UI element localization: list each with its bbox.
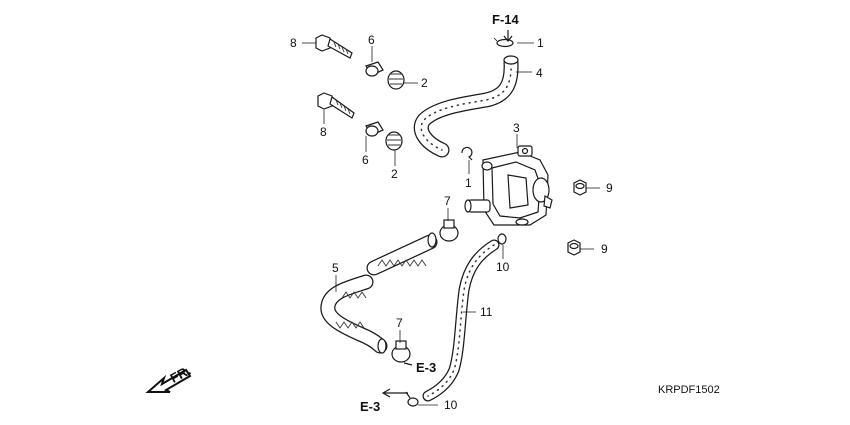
diagram-code: KRPDF1502 [658,384,720,396]
arrow-e3-bottom [381,388,408,398]
callout-6-top: 6 [368,33,375,47]
arrow-e3-top [403,362,413,366]
nut-9-bottom [567,239,581,256]
callout-9-bottom: 9 [601,242,608,256]
callout-7-top: 7 [444,194,451,208]
callout-6-bottom: 6 [362,153,369,167]
hose-clamp-7-bottom [391,340,411,363]
nut-9-top [573,179,587,196]
grommet-2-bottom [385,131,403,151]
callout-1-mid: 1 [465,176,472,190]
hose-5 [320,232,438,354]
callout-8-bottom: 8 [320,125,327,139]
arrow-f14 [503,30,513,42]
clip-1-top [493,37,514,48]
front-arrow-icon [145,368,192,393]
collar-6-top [365,61,384,77]
hose-clamp-7-top [439,219,459,242]
callout-10-bottom: 10 [444,398,458,412]
callout-11: 11 [480,305,493,319]
callout-7-bottom: 7 [396,316,403,330]
fuel-pump-3 [464,145,553,226]
callout-2-bottom: 2 [391,167,398,181]
callout-5: 5 [332,261,339,275]
callout-8-top: 8 [290,36,297,50]
callout-9-top: 9 [606,181,613,195]
callout-3: 3 [513,121,520,135]
callout-10-mid: 10 [496,260,510,274]
ref-e3-top: E-3 [416,360,436,375]
callout-4: 4 [536,66,543,80]
ref-e3-bottom: E-3 [360,399,380,414]
bolt-8-top [315,34,353,59]
hose-4 [413,55,519,158]
clip-10-mid [497,233,507,245]
callout-2-top: 2 [421,76,428,90]
collar-6-bottom [365,121,384,137]
grommet-2-top [387,70,405,90]
bolt-8-bottom [317,92,355,119]
clip-10-bottom [405,391,419,407]
ref-f14: F-14 [492,12,520,27]
clip-1-mid [461,146,473,161]
callout-1-top: 1 [537,36,544,50]
hose-11 [422,239,500,402]
